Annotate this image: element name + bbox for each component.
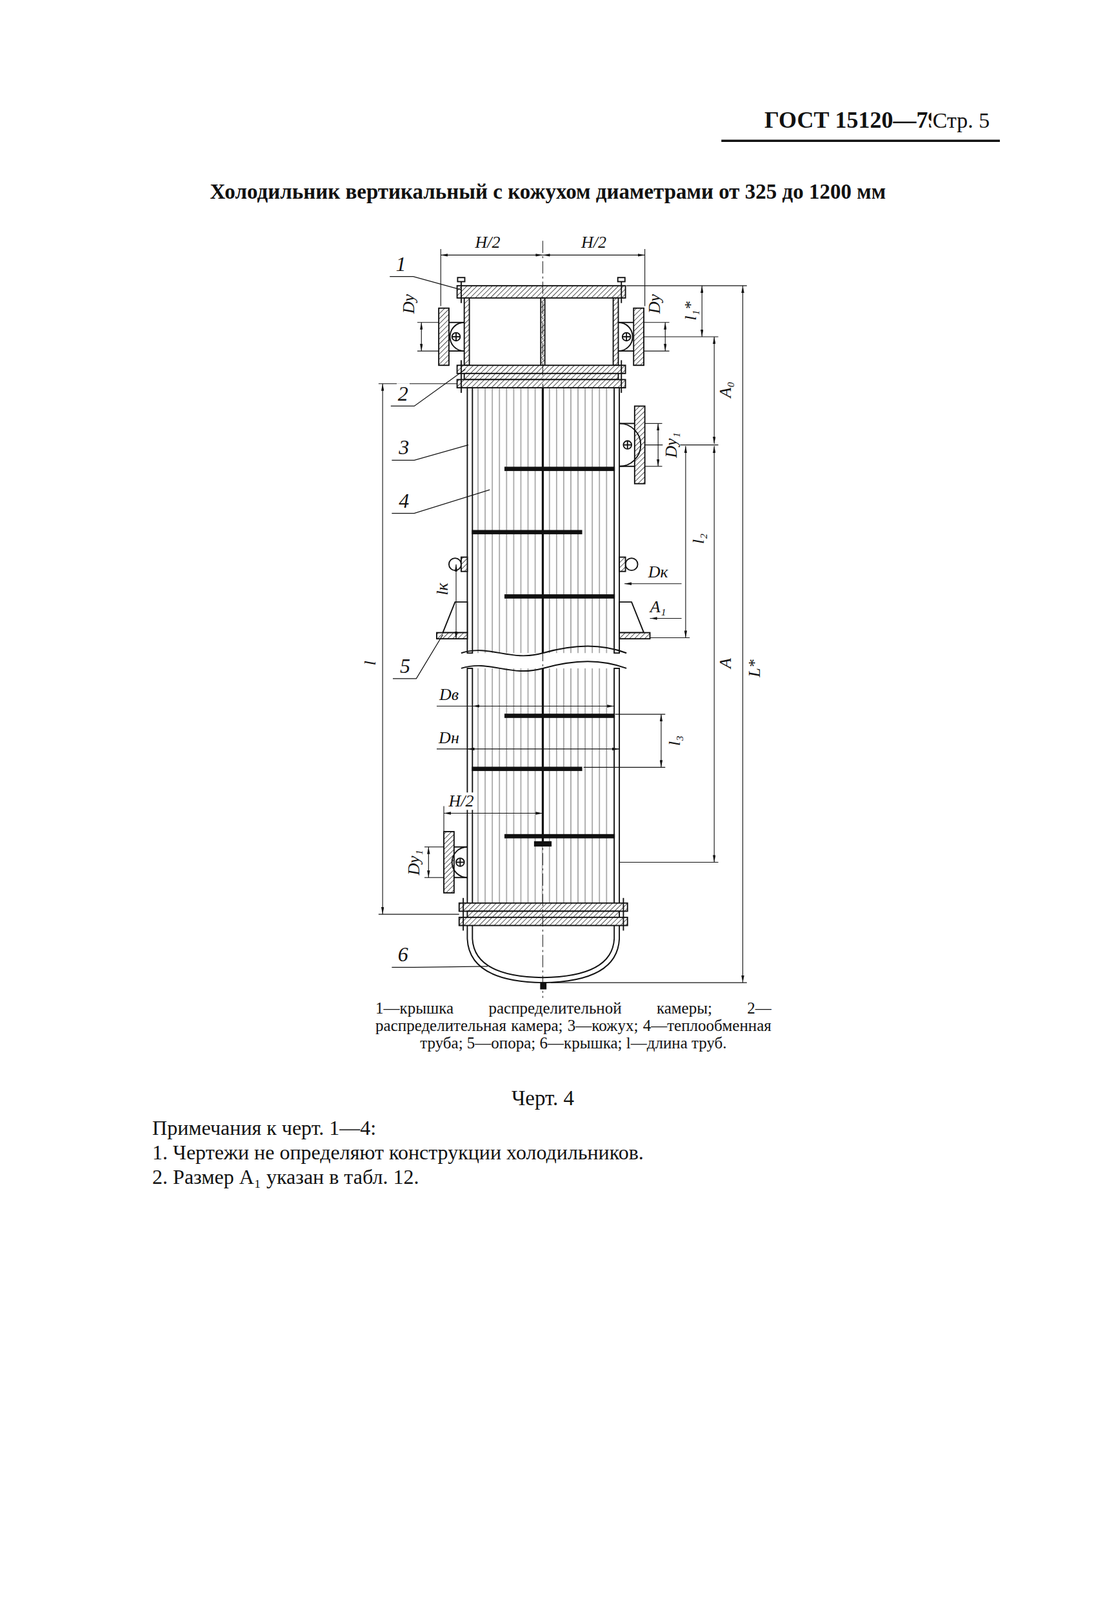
dimension-label: H/2 <box>447 792 475 810</box>
dimension-label: Dн <box>437 728 461 747</box>
callout-number: 6 <box>396 944 410 967</box>
dimension-label: Dу₁ <box>662 430 680 459</box>
caption: 1—крышка распределительной камеры; 2—рас… <box>375 999 772 1052</box>
dimension-label: A <box>716 656 735 670</box>
dimension-label: L* <box>746 657 764 678</box>
center-axis <box>542 240 544 998</box>
callout-number: 2 <box>396 383 410 406</box>
callout-number: 3 <box>397 437 411 460</box>
dimension-label: Dк <box>647 563 670 582</box>
dimension-label: A₁ <box>648 597 668 616</box>
dimension-label: A₀ <box>716 380 735 400</box>
dimension-lines <box>378 248 747 983</box>
title: Холодильник вертикальный с кожухом диаме… <box>210 180 887 204</box>
page-header: ГОСТ 15120—79 <box>763 108 941 133</box>
dimension-label: Dу <box>400 292 419 315</box>
dimension-label: l₁* <box>681 300 700 322</box>
dimension-label: l <box>361 659 380 667</box>
callout-number: 1 <box>394 253 408 276</box>
figure-number: Черт. 4 <box>510 1086 576 1110</box>
apparatus <box>436 277 651 989</box>
page-number: Стр. 5 <box>931 109 992 133</box>
callout-leaders <box>389 276 490 968</box>
callout-number: 4 <box>397 490 411 513</box>
note-text: 1. Чертежи не определяют конструкции хол… <box>150 1142 646 1165</box>
dimension-label: H/2 <box>579 234 608 252</box>
dimension-label: l₃ <box>665 734 684 747</box>
note-text: 2. Размер A₁ указан в табл. 12. <box>150 1166 420 1189</box>
note-text: Примечания к черт. 1—4: <box>150 1117 378 1140</box>
header-rule <box>721 139 1000 142</box>
dimension-label: H/2 <box>474 234 502 252</box>
dimension-label: lк <box>434 581 452 597</box>
callout-number: 5 <box>398 655 412 678</box>
dimension-label: Dу₁ <box>405 848 424 877</box>
dimension-label: Dв <box>438 685 460 704</box>
dimension-label: Dу <box>646 292 664 315</box>
dimension-label: l₂ <box>690 532 708 546</box>
